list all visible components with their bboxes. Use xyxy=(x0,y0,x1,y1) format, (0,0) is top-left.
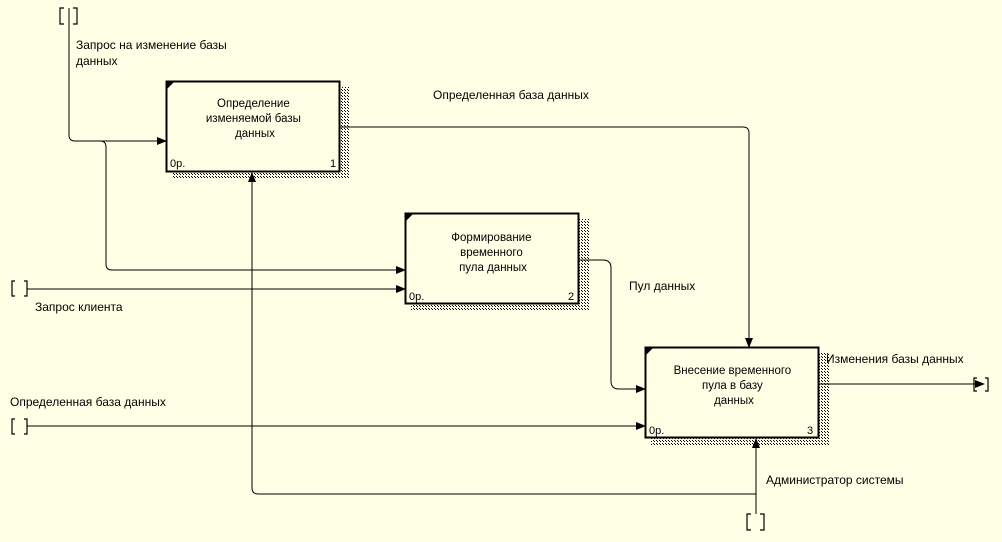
tunnel-bracket-left xyxy=(11,280,15,297)
box-2-frame xyxy=(404,212,580,305)
tunnel-bracket-left xyxy=(59,7,64,25)
arrow-sys-admin[interactable]: Администратор системы xyxy=(248,172,904,531)
box-1-cost: 0р. xyxy=(170,158,185,170)
tunnel-bracket-right xyxy=(24,418,28,435)
arrow-db-changes[interactable]: Изменения базы данных xyxy=(819,352,989,392)
box-2-number: 2 xyxy=(568,291,574,303)
label-defined-db-input: Определенная база данных xyxy=(10,395,166,409)
box-3-corner-mark xyxy=(646,348,653,355)
box-3-number: 3 xyxy=(807,425,813,437)
box-1-title: Определение изменяемой базы данных xyxy=(206,98,304,140)
function-box-2[interactable]: Формирование временного пула данных 0р. … xyxy=(404,212,590,312)
function-box-1[interactable]: Определение изменяемой базы данных 0р. 1 xyxy=(165,80,351,180)
box-1-corner-mark xyxy=(167,82,174,89)
arrow-data-pool[interactable]: Пул данных xyxy=(579,259,695,393)
arrow-client-request[interactable]: Запрос клиента xyxy=(11,280,406,314)
label-client-request: Запрос клиента xyxy=(35,300,123,314)
box-3-title: Внесение временного пула в базу данных xyxy=(674,365,795,407)
box-2-cost: 0р. xyxy=(409,291,424,303)
arrow-request-change[interactable]: Запрос на изменение базы данных xyxy=(59,7,406,274)
box-2-title: Формирование временного пула данных xyxy=(451,232,534,274)
tunnel-bracket-left xyxy=(746,513,751,531)
box-2-corner-mark xyxy=(406,214,413,221)
box-3-frame xyxy=(644,346,820,439)
tunnel-bracket-left xyxy=(973,377,977,392)
function-box-3[interactable]: Внесение временного пула в базу данных 0… xyxy=(644,346,830,446)
tunnel-bracket-right xyxy=(760,513,765,531)
tunnel-bracket-right xyxy=(985,377,989,392)
box-1-frame xyxy=(165,80,341,173)
box-1-number: 1 xyxy=(330,158,336,170)
label-request-change: Запрос на изменение базы данных xyxy=(76,38,230,68)
label-defined-db-output: Определенная база данных xyxy=(433,88,589,102)
arrow-defined-db-input[interactable]: Определенная база данных xyxy=(10,395,646,435)
tunnel-bracket-left xyxy=(11,418,15,435)
label-db-changes: Изменения базы данных xyxy=(826,352,964,366)
arrow-defined-db-output[interactable]: Определенная база данных xyxy=(340,88,753,348)
tunnel-bracket-right xyxy=(24,280,28,297)
label-sys-admin: Администратор системы xyxy=(766,473,904,487)
label-data-pool: Пул данных xyxy=(629,279,695,293)
tunnel-bracket-right xyxy=(73,7,78,25)
box-3-cost: 0р. xyxy=(649,425,664,437)
